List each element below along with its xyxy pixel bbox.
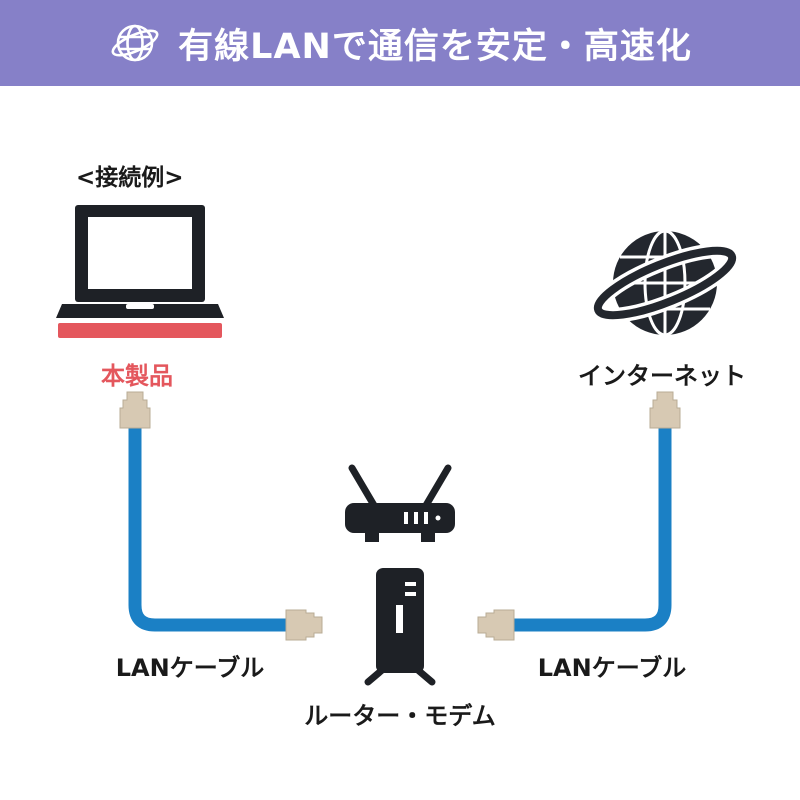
rj45-connector-icon [477,609,515,641]
lan-cable-right-label: LANケーブル [537,654,687,682]
laptop-base [56,304,224,318]
product-label: 本製品 [101,362,173,390]
orbit-ring [593,246,737,320]
rj45-connector-icon [649,391,681,429]
connection-example-label: <接続例> [76,165,184,191]
cable-line [502,428,672,632]
header-banner: 有線LANで通信を安定・高速化 [0,0,800,86]
internet-label: インターネット [578,362,746,390]
laptop-notch [126,304,154,309]
router-body [345,503,455,533]
modem-tower-icon [350,565,450,690]
cable-line [128,428,298,632]
antenna-right [421,464,452,511]
rj45-connector-icon [285,609,323,641]
page-title: 有線LANで通信を安定・高速化 [178,26,692,67]
laptop-icon [50,205,230,345]
laptop-display [88,217,192,289]
wifi-router-icon [330,455,470,555]
lan-cable-right [460,390,710,660]
antenna-left [348,464,379,511]
router-modem-label: ルーター・モデム [304,702,496,730]
lan-cable-left [90,390,340,660]
globe-icon [108,16,162,70]
product-bar [58,323,222,338]
rj45-connector-icon [119,391,151,429]
lan-cable-left-label: LANケーブル [115,654,265,682]
internet-globe-icon [585,208,745,358]
